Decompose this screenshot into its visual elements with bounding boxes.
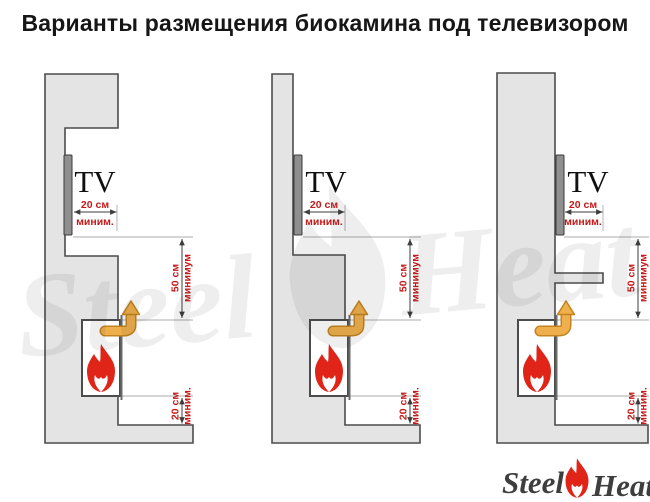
vertical-clearance-dimension: 50 см минимум (398, 239, 422, 318)
page-title: Варианты размещения биокамина под телеви… (21, 10, 629, 36)
svg-text:20 см: 20 см (170, 392, 182, 420)
watermark-flame-icon (289, 185, 386, 349)
vertical-clearance-dimension: 50 см минимум (170, 239, 194, 318)
tv-label: TV (567, 164, 609, 199)
watermark: Steel Heat (11, 185, 648, 383)
svg-text:50 см: 50 см (398, 264, 410, 292)
tv-label: TV (305, 164, 347, 199)
diagram-variant-2: TV 20 см миним. 50 см минимум (271, 73, 422, 444)
vertical-clearance-dimension: 50 см минимум (626, 239, 650, 318)
logo-flame-icon (565, 458, 589, 498)
svg-text:20 см: 20 см (626, 392, 638, 420)
diagram-variant-3: TV 20 см миним. 50 см минимум (496, 72, 650, 444)
svg-text:20 см: 20 см (81, 199, 109, 211)
tv-panel (555, 154, 565, 236)
tv-offset-dimension: 20 см миним. (564, 199, 604, 231)
tv-panel (293, 154, 303, 236)
svg-text:миним.: миним. (638, 387, 650, 425)
tv-panel (63, 154, 73, 236)
watermark-word-heat: Heat (393, 187, 648, 341)
watermark-word-steel: Steel (11, 229, 262, 382)
logo-word-heat: Heat (591, 468, 650, 502)
floor-clearance-dimension: 20 см миним. (626, 387, 650, 425)
floor-clearance-dimension: 20 см миним. (170, 387, 194, 425)
svg-text:миним.: миним. (305, 216, 343, 228)
tv-offset-dimension: 20 см миним. (303, 199, 346, 231)
floor-clearance-dimension: 20 см миним. (398, 387, 422, 425)
svg-text:50 см: 50 см (626, 264, 638, 292)
diagram-variant-1: TV 20 см миним. 50 см мини (44, 73, 194, 444)
svg-text:миним.: миним. (76, 216, 114, 228)
tv-offset-dimension: 20 см миним. (74, 199, 118, 231)
svg-text:20 см: 20 см (569, 199, 597, 211)
logo-word-steel: Steel (502, 465, 564, 500)
svg-text:20 см: 20 см (310, 199, 338, 211)
svg-text:20 см: 20 см (398, 392, 410, 420)
svg-text:миним.: миним. (182, 387, 194, 425)
svg-text:минимум: минимум (182, 254, 194, 302)
svg-text:миним.: миним. (410, 387, 422, 425)
brand-logo: Steel Heat (502, 458, 650, 502)
svg-text:минимум: минимум (410, 254, 422, 302)
svg-text:минимум: минимум (638, 254, 650, 302)
svg-text:50 см: 50 см (170, 264, 182, 292)
svg-text:миним.: миним. (564, 216, 602, 228)
tv-label: TV (74, 164, 116, 199)
